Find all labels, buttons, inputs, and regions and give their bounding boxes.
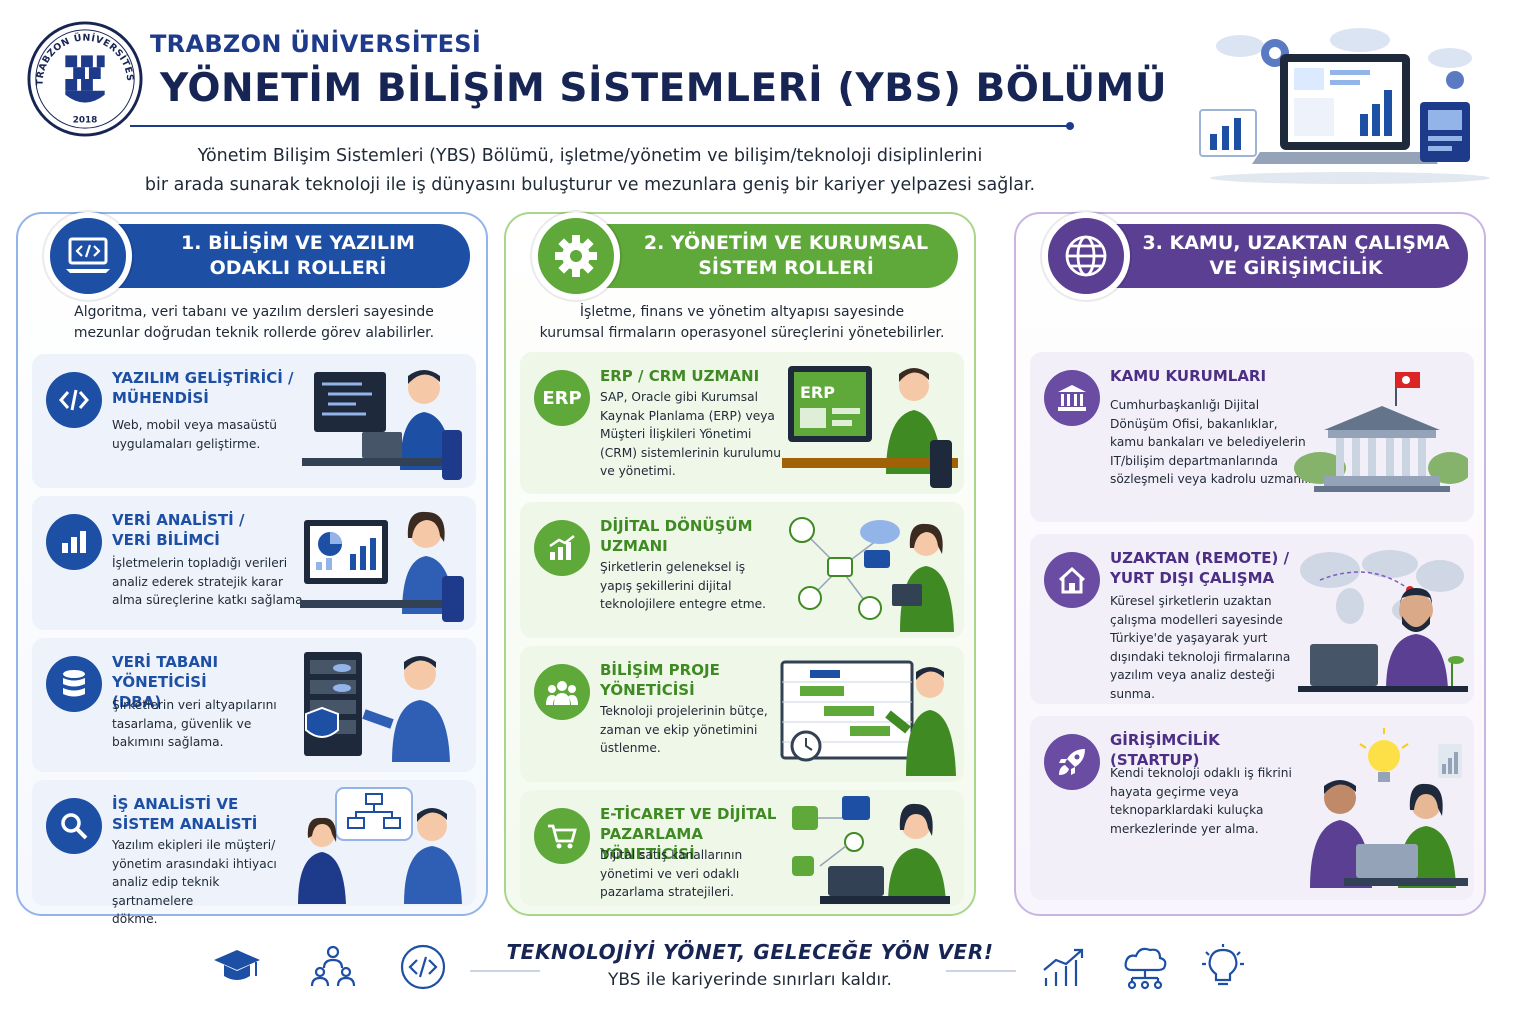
developer-at-desk-illustration	[302, 370, 462, 480]
role-description: Web, mobil veya masaüstü uygulamaları ge…	[112, 418, 278, 451]
role-description: Kendi teknoloji odaklı iş fikrini hayata…	[1110, 766, 1292, 836]
role-description: Şirketlerin veri altyapılarını tasarlama…	[112, 698, 277, 749]
role-title: BİLİŞİM PROJE YÖNETİCİSİ	[600, 661, 720, 699]
intro-line-2: bir arada sunarak teknoloji ile iş dünya…	[144, 175, 1036, 195]
growth-chart-icon	[534, 520, 590, 576]
digital-network-illustration	[789, 517, 954, 632]
ecommerce-manager-illustration	[792, 796, 950, 904]
university-name: TRABZON ÜNİVERSİTESİ	[150, 30, 482, 58]
role-description: İşletmelerin topladığı verileri analiz e…	[112, 556, 307, 607]
department-title: YÖNETİM BİLİŞİM SİSTEMLERİ (YBS) BÖLÜMÜ	[160, 66, 1167, 111]
intro-text: Yönetim Bilişim Sistemleri (YBS) Bölümü,…	[100, 142, 1080, 200]
role-title: VERİ ANALİSTİ / VERİ BİLİMCİ	[112, 511, 245, 549]
role-title: YAZILIM GELİŞTİRİCİ / MÜHENDİSİ	[112, 369, 294, 407]
lightbulb-icon	[1202, 944, 1244, 986]
column-title-text: 1. BİLİŞİM VE YAZILIM ODAKLI ROLLERİ	[181, 232, 415, 279]
erp-icon-label: ERP	[542, 387, 582, 409]
role-description: Şirketlerin geleneksel iş yapış şekiller…	[600, 560, 767, 611]
hero-laptop-dashboard-illustration	[1199, 28, 1490, 184]
data-analyst-illustration	[300, 511, 464, 622]
magnifier-icon	[46, 798, 102, 854]
role-description: Teknoloji projelerinin bütçe, zaman ve e…	[600, 704, 768, 755]
column-title-text: 2. YÖNETİM VE KURUMSAL SİSTEM ROLLERİ	[643, 232, 929, 279]
intro-line-1: Yönetim Bilişim Sistemleri (YBS) Bölümü,…	[197, 146, 983, 166]
database-icon	[46, 656, 102, 712]
column-management-enterprise: 2. YÖNETİM VE KURUMSAL SİSTEM ROLLERİ İş…	[504, 212, 976, 916]
column-title: 1. BİLİŞİM VE YAZILIM ODAKLI ROLLERİ	[106, 224, 470, 288]
slogan-subtitle: YBS ile kariyerinde sınırları kaldır.	[608, 970, 892, 990]
column-title: 3. KAMU, UZAKTAN ÇALIŞMA VE GİRİŞİMCİLİK	[1104, 224, 1468, 288]
column-public-remote-startup: 3. KAMU, UZAKTAN ÇALIŞMA VE GİRİŞİMCİLİK…	[1014, 212, 1486, 916]
column-description: Algoritma, veri tabanı ve yazılım dersle…	[73, 304, 435, 341]
role-title: İŞ ANALİSTİ VE SİSTEM ANALİSTİ	[112, 795, 258, 833]
header-divider	[130, 122, 1074, 130]
team-icon	[534, 664, 590, 720]
analysts-discussion-illustration	[298, 787, 462, 904]
role-card-startup: GİRİŞİMCİLİK (STARTUP) Kendi teknoloji o…	[1030, 716, 1474, 900]
role-description: Küresel şirketlerin uzaktan çalışma mode…	[1110, 594, 1291, 701]
home-icon	[1044, 552, 1100, 608]
growth-chart-icon	[1043, 948, 1084, 986]
column-title-text: 3. KAMU, UZAKTAN ÇALIŞMA VE GİRİŞİMCİLİK	[1142, 232, 1450, 279]
cloud-network-icon	[1124, 947, 1167, 990]
erp-specialist-illustration: ERP	[782, 366, 958, 488]
role-card-public-institutions: KAMU KURUMLARI Cumhurbaşkanlığı Dijital …	[1030, 352, 1474, 522]
role-title: UZAKTAN (REMOTE) / YURT DIŞI ÇALIŞMA	[1110, 549, 1290, 587]
erp-icon: ERP	[534, 370, 590, 426]
gear-icon	[532, 212, 620, 300]
remote-worker-world-map-illustration	[1298, 550, 1468, 692]
role-description: Dijital satış kanallarının yönetimi ve v…	[600, 848, 743, 899]
role-description: Yazılım ekipleri ile müşteri/ yönetim ar…	[112, 838, 277, 926]
role-card-remote-work: UZAKTAN (REMOTE) / YURT DIŞI ÇALIŞMA Kür…	[1030, 534, 1474, 704]
role-card-software-developer: YAZILIM GELİŞTİRİCİ / MÜHENDİSİ Web, mob…	[32, 354, 476, 488]
role-title: VERİ TABANI YÖNETİCİSİ (DBA)	[112, 653, 219, 711]
logo-year: 2018	[73, 115, 98, 125]
role-title: ERP / CRM UZMANI	[600, 367, 760, 385]
role-card-it-project-manager: BİLİŞİM PROJE YÖNETİCİSİ Teknoloji proje…	[520, 646, 964, 782]
bar-chart-icon	[46, 514, 102, 570]
role-description: Cumhurbaşkanlığı Dijital Dönüşüm Ofisi, …	[1110, 398, 1319, 486]
code-icon	[400, 944, 446, 990]
role-card-digital-transformation: DİJİTAL DÖNÜŞÜM UZMANI Şirketlerin gelen…	[520, 502, 964, 638]
institution-icon	[1044, 370, 1100, 426]
role-title: DİJİTAL DÖNÜŞÜM UZMANI	[600, 517, 753, 555]
cart-icon	[534, 808, 590, 864]
svg-text:ERP: ERP	[800, 383, 835, 402]
university-logo: TRABZON ÜNİVERSİTESİ 2018	[26, 20, 143, 137]
role-description: SAP, Oracle gibi Kurumsal Kaynak Planlam…	[600, 390, 781, 478]
role-title: GİRİŞİMCİLİK (STARTUP)	[1110, 731, 1220, 769]
startup-founders-illustration	[1310, 728, 1468, 888]
laptop-code-icon	[44, 212, 132, 300]
code-icon	[46, 372, 102, 428]
role-card-database-admin: VERİ TABANI YÖNETİCİSİ (DBA) Şirketlerin…	[32, 638, 476, 772]
project-manager-gantt-illustration	[780, 660, 956, 776]
government-building-illustration	[1294, 372, 1468, 492]
globe-icon	[1042, 212, 1130, 300]
server-admin-illustration	[304, 652, 450, 762]
role-card-business-analyst: İŞ ANALİSTİ VE SİSTEM ANALİSTİ Yazılım e…	[32, 780, 476, 926]
role-card-ecommerce-marketing: E-TİCARET VE DİJİTAL PAZARLAMA YÖNETİCİS…	[520, 790, 964, 906]
column-it-software: 1. BİLİŞİM VE YAZILIM ODAKLI ROLLERİ Alg…	[16, 212, 488, 926]
column-title: 2. YÖNETİM VE KURUMSAL SİSTEM ROLLERİ	[594, 224, 958, 288]
network-people-icon	[310, 945, 356, 987]
role-title: E-TİCARET VE DİJİTAL PAZARLAMA YÖNETİCİS…	[600, 805, 777, 863]
role-card-data-analyst: VERİ ANALİSTİ / VERİ BİLİMCİ İşletmeleri…	[32, 496, 476, 630]
rocket-icon	[1044, 734, 1100, 790]
slogan: TEKNOLOJİYİ YÖNET, GELECEĞE YÖN VER!	[506, 940, 994, 964]
footer-divider-left	[470, 970, 540, 972]
graduation-cap-icon	[214, 950, 260, 980]
footer-divider-right	[946, 970, 1016, 972]
role-title: KAMU KURUMLARI	[1110, 367, 1267, 385]
column-description: İşletme, finans ve yönetim altyapısı say…	[539, 304, 945, 341]
role-card-erp-crm: ERP ERP / CRM UZMANI SAP, Oracle gibi Ku…	[520, 352, 964, 494]
